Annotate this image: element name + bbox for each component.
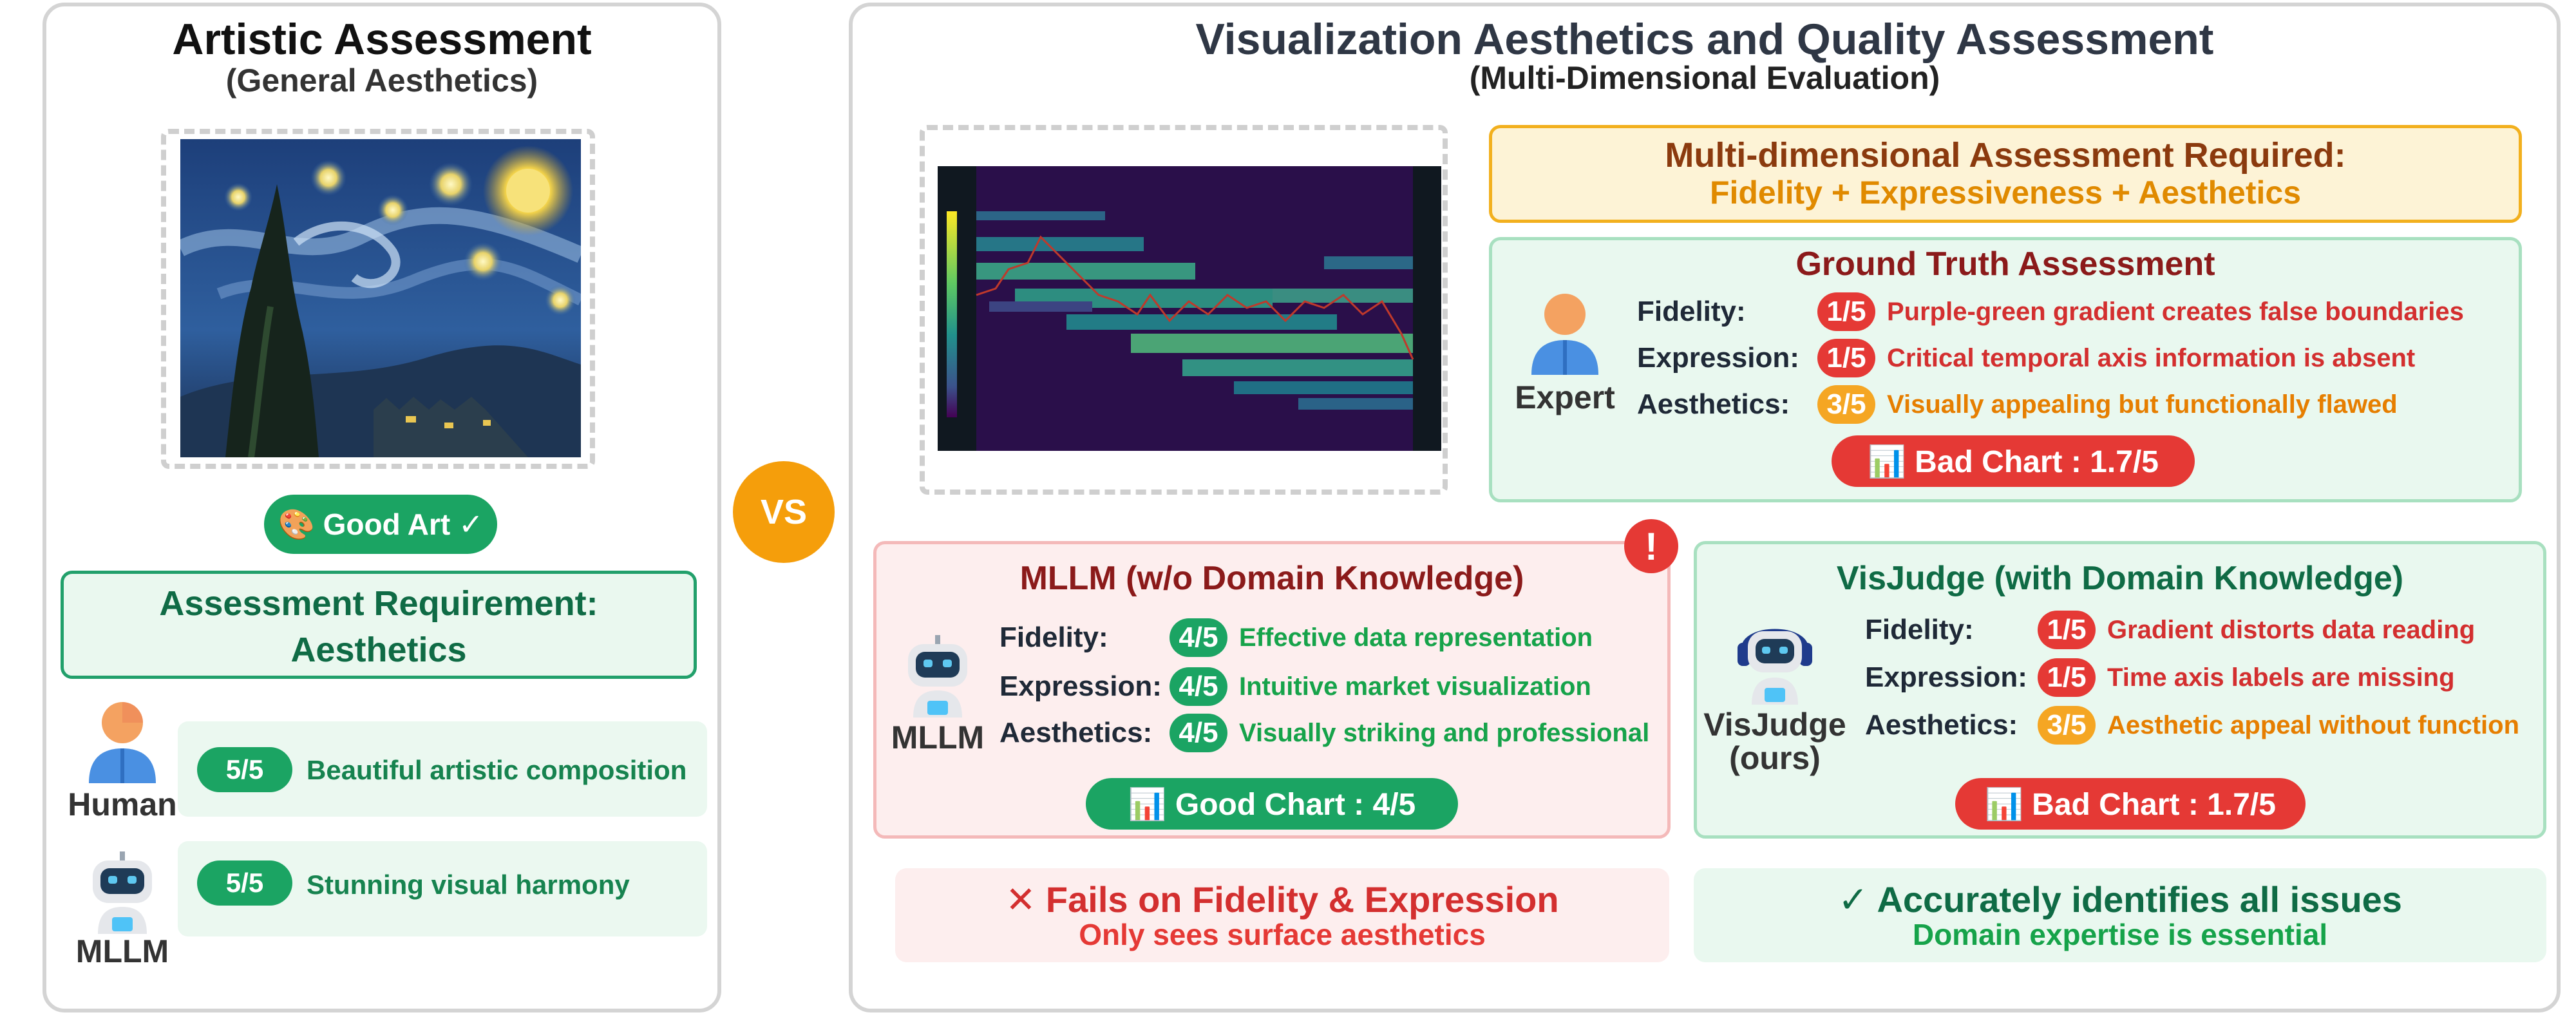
mllm-expression-label: Expression: xyxy=(999,670,1162,702)
requirement-box xyxy=(61,571,697,679)
mllm-fidelity-label: Fidelity: xyxy=(999,622,1108,653)
mllm-aesthetics-score: 4/5 xyxy=(1170,714,1227,752)
vj-row-fidelity: Fidelity: 1/5 Gradient distorts data rea… xyxy=(1865,611,2475,649)
mllm-verdict-badge: 📊 Good Chart : 4/5 xyxy=(1086,778,1458,830)
expert-label: Expert xyxy=(1515,379,1615,415)
gt-row-fidelity: Fidelity: 1/5 Purple-green gradient crea… xyxy=(1637,292,2464,331)
chart-frame xyxy=(920,125,1448,495)
fail-conclusion-subtitle: Only sees surface aesthetics xyxy=(1079,918,1486,951)
gt-row-expression: Expression: 1/5 Critical temporal axis i… xyxy=(1637,339,2415,377)
vj-fidelity-label: Fidelity: xyxy=(1865,614,1974,645)
gt-aesthetics-score: 3/5 xyxy=(1817,385,1875,424)
vj-expression-score: 1/5 xyxy=(2038,658,2096,697)
vj-aesthetics-label: Aesthetics: xyxy=(1865,709,2018,741)
mllm-row-fidelity: Fidelity: 4/5 Effective data representat… xyxy=(999,618,1593,657)
gt-expression-score: 1/5 xyxy=(1817,339,1875,377)
painting-frame xyxy=(161,129,595,469)
vj-aesthetics-score: 3/5 xyxy=(2038,706,2096,745)
heatmap-chart-thumbnail xyxy=(938,166,1441,451)
mllm-left-comment: Stunning visual harmony xyxy=(307,870,630,900)
mllm-left-label: MLLM xyxy=(75,933,169,969)
artistic-subtitle: (General Aesthetics) xyxy=(225,62,538,99)
requirement-title: Assessment Requirement: xyxy=(159,584,598,623)
visjudge-robot-icon xyxy=(1736,617,1814,705)
gt-expression-label: Expression: xyxy=(1637,342,1799,374)
success-conclusion-box xyxy=(1694,868,2546,962)
vj-row-aesthetics: Aesthetics: 3/5 Aesthetic appeal without… xyxy=(1865,706,2519,745)
mllm-left-score-badge: 5/5 xyxy=(197,860,292,906)
vj-verdict-badge: 📊 Bad Chart : 1.7/5 xyxy=(1955,778,2306,830)
gt-aesthetics-label: Aesthetics: xyxy=(1637,388,1790,420)
requirement-value: Aesthetics xyxy=(290,631,467,669)
mllm-expression-score: 4/5 xyxy=(1170,667,1227,706)
vj-aesthetics-comment: Aesthetic appeal without function xyxy=(2107,710,2520,739)
multi-dim-box xyxy=(1489,125,2522,223)
visjudge-title: VisJudge (with Domain Knowledge) xyxy=(1836,560,2404,597)
multi-dim-subtitle: Fidelity + Expressiveness + Aesthetics xyxy=(1709,175,2302,211)
success-conclusion-subtitle: Domain expertise is essential xyxy=(1912,918,2328,951)
success-conclusion-title: ✓ Accurately identifies all issues xyxy=(1838,879,2402,920)
mllm-robot-icon xyxy=(899,634,976,718)
human-label: Human xyxy=(68,786,177,822)
gt-fidelity-label: Fidelity: xyxy=(1637,296,1746,327)
robot-avatar-icon xyxy=(84,850,161,934)
gt-verdict-badge: 📊 Bad Chart : 1.7/5 xyxy=(1832,435,2195,487)
gt-aesthetics-comment: Visually appealing but functionally flaw… xyxy=(1887,390,2398,419)
fail-conclusion-box xyxy=(895,868,1669,962)
vs-circle: VS xyxy=(733,461,835,563)
mllm-row-aesthetics: Aesthetics: 4/5 Visually striking and pr… xyxy=(999,714,1649,752)
human-score-badge: 5/5 xyxy=(197,747,292,792)
mllm-expression-comment: Intuitive market visualization xyxy=(1239,672,1591,701)
starry-night-painting xyxy=(180,139,581,457)
vj-expression-comment: Time axis labels are missing xyxy=(2107,663,2455,692)
ground-truth-title: Ground Truth Assessment xyxy=(1795,245,2215,283)
fail-conclusion-title: ✕ Fails on Fidelity & Expression xyxy=(1005,879,1559,920)
vj-row-expression: Expression: 1/5 Time axis labels are mis… xyxy=(1865,658,2455,697)
vj-expression-label: Expression: xyxy=(1865,661,2027,693)
mllm-aesthetics-comment: Visually striking and professional xyxy=(1239,718,1650,747)
good-art-badge: 🎨 Good Art ✓ xyxy=(264,495,497,554)
gt-fidelity-score: 1/5 xyxy=(1817,292,1875,331)
viz-subtitle: (Multi-Dimensional Evaluation) xyxy=(1469,60,1940,96)
warning-exclaim-icon: ! xyxy=(1624,519,1678,573)
vj-fidelity-comment: Gradient distorts data reading xyxy=(2107,615,2476,644)
human-comment: Beautiful artistic composition xyxy=(307,755,687,785)
expert-avatar-icon xyxy=(1526,291,1604,375)
mllm-row-expression: Expression: 4/5 Intuitive market visuali… xyxy=(999,667,1591,706)
mllm-fidelity-comment: Effective data representation xyxy=(1239,623,1593,652)
visjudge-label-ours: (ours) xyxy=(1729,740,1821,776)
gt-expression-comment: Critical temporal axis information is ab… xyxy=(1887,343,2416,372)
mllm-title: MLLM (w/o Domain Knowledge) xyxy=(1019,560,1524,597)
vj-fidelity-score: 1/5 xyxy=(2038,611,2096,649)
mllm-aesthetics-label: Aesthetics: xyxy=(999,717,1153,748)
mllm-fidelity-score: 4/5 xyxy=(1170,618,1227,657)
viz-title: Visualization Aesthetics and Quality Ass… xyxy=(1195,15,2214,64)
mllm-right-label: MLLM xyxy=(891,719,985,756)
gt-fidelity-comment: Purple-green gradient creates false boun… xyxy=(1887,297,2464,326)
human-avatar-icon xyxy=(84,699,161,783)
gt-row-aesthetics: Aesthetics: 3/5 Visually appealing but f… xyxy=(1637,385,2398,424)
multi-dim-title: Multi-dimensional Assessment Required: xyxy=(1665,136,2346,175)
visjudge-label: VisJudge xyxy=(1703,707,1846,743)
artistic-title: Artistic Assessment xyxy=(172,15,592,64)
